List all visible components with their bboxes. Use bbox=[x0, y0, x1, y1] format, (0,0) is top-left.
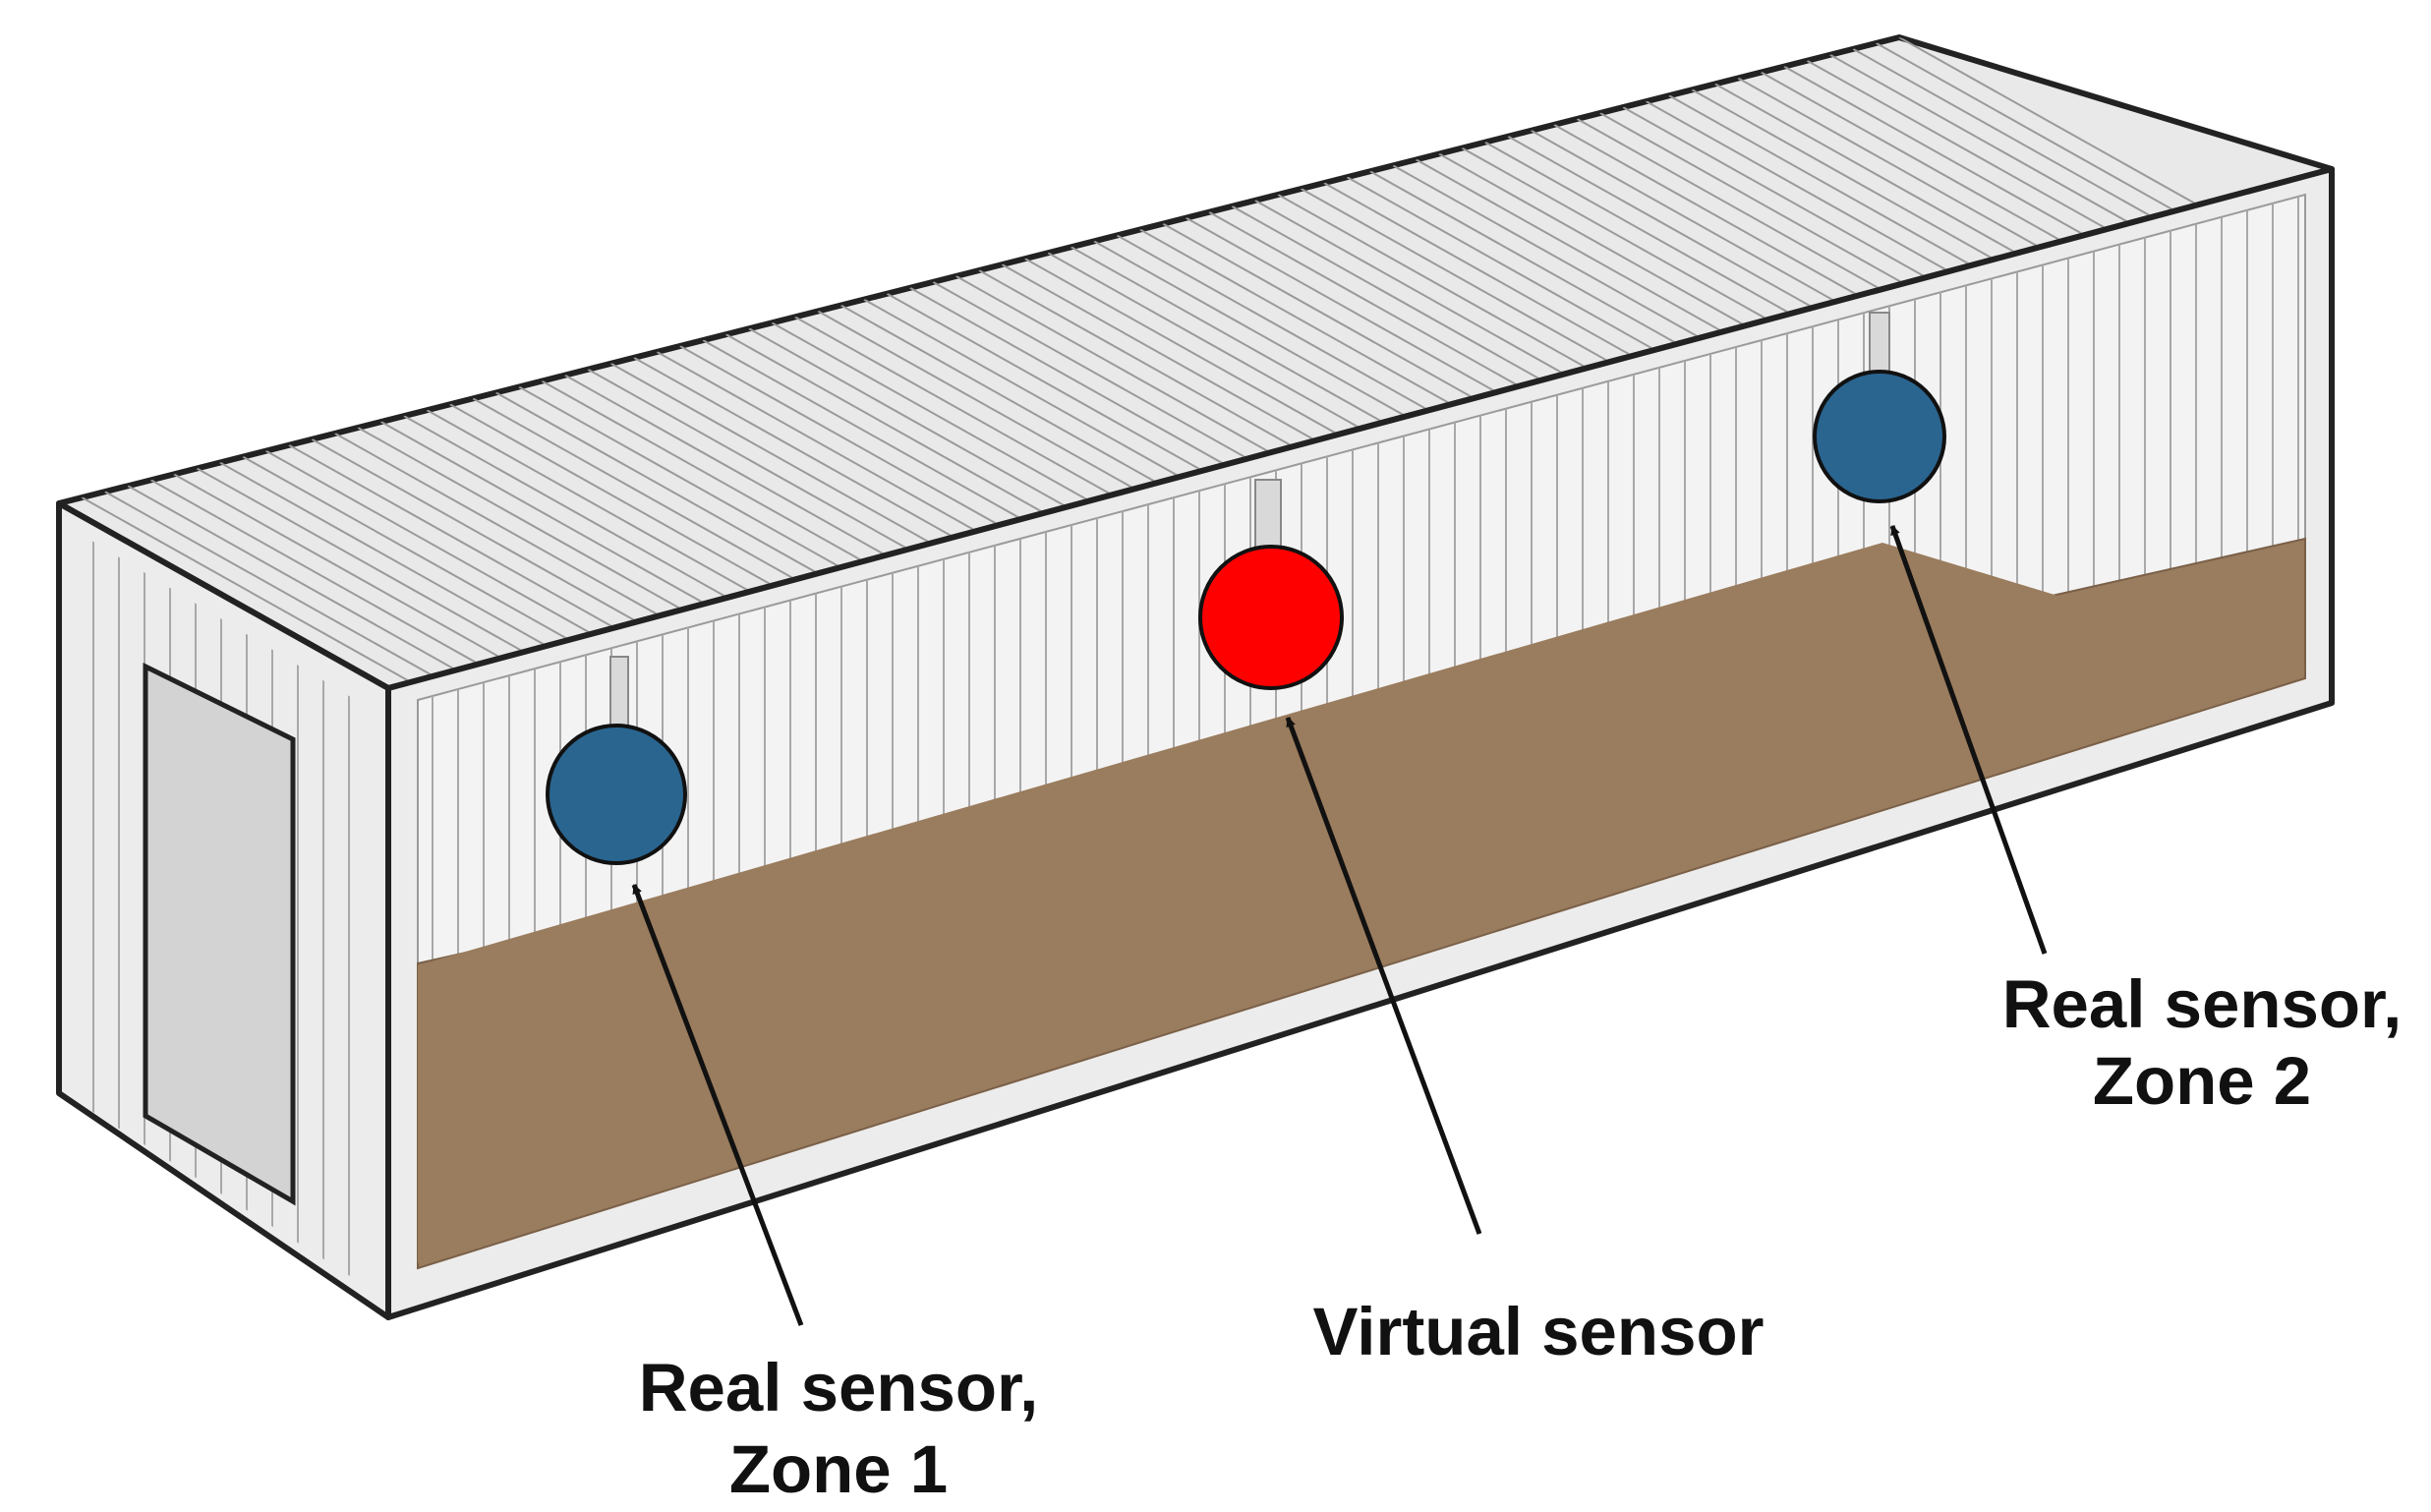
label-real-sensor-zone1-line2: Zone 1 bbox=[729, 1431, 948, 1507]
sensor-zone2 bbox=[1813, 312, 1946, 503]
real-sensor-zone2 bbox=[1813, 370, 1946, 503]
sensor-mount bbox=[1869, 312, 1890, 378]
corrugation-line bbox=[104, 491, 539, 688]
shipping-container bbox=[56, 34, 2335, 1320]
label-real-sensor-zone2-line2: Zone 2 bbox=[2093, 1043, 2311, 1119]
real-sensor-zone1 bbox=[546, 724, 687, 865]
sensor-zone1 bbox=[546, 656, 687, 865]
label-virtual-sensor: Virtual sensor bbox=[1313, 1294, 1765, 1369]
corrugation-line bbox=[81, 496, 515, 688]
container-door bbox=[143, 662, 296, 1206]
label-real-sensor-zone1-line1: Real sensor, bbox=[639, 1350, 1039, 1425]
arrow-virtual bbox=[1285, 717, 1482, 1235]
arrow-zone1 bbox=[631, 884, 804, 1326]
corrugation-line bbox=[127, 485, 561, 688]
label-real-sensor-zone2-line1: Real sensor, bbox=[2002, 966, 2402, 1042]
sensor-virtual bbox=[1198, 479, 1344, 690]
arrow-zone2 bbox=[1889, 525, 2048, 955]
virtual-sensor bbox=[1198, 545, 1344, 690]
floor-surface bbox=[418, 543, 2305, 1263]
